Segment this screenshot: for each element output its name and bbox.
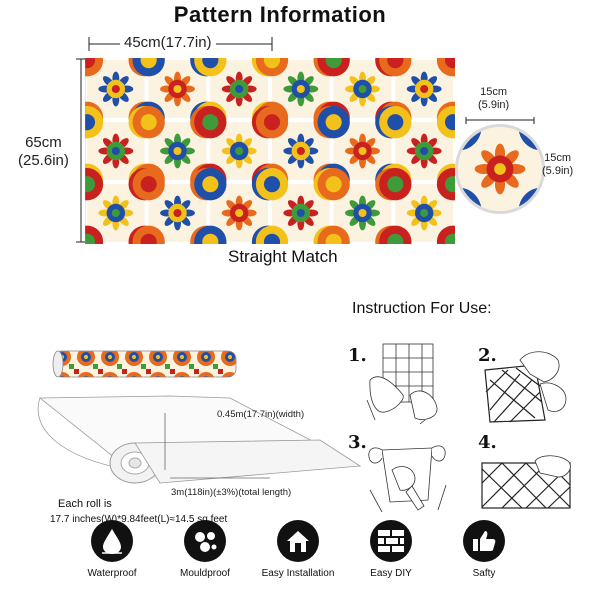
brick-wall-icon bbox=[370, 520, 412, 562]
pattern-tile bbox=[132, 168, 223, 244]
step-3-illustration bbox=[368, 445, 447, 513]
water-drop-icon bbox=[91, 520, 133, 562]
unrolled-wallpaper-image bbox=[37, 395, 362, 484]
step-4-number: 4. bbox=[478, 432, 497, 453]
house-icon bbox=[277, 520, 319, 562]
instructions-title: Instruction For Use: bbox=[352, 300, 492, 317]
zoomed-tile bbox=[458, 127, 542, 211]
roll-width-label: 0.45m(17.7in)(width) bbox=[217, 409, 305, 420]
pattern-tile bbox=[379, 168, 455, 244]
step-2-number: 2. bbox=[478, 345, 497, 366]
tile-width-label: 15cm (5.9in) bbox=[478, 86, 510, 111]
width-label: 45cm(17.7in) bbox=[120, 34, 216, 51]
feature-easy-installation: Easy Installation bbox=[253, 520, 343, 579]
height-label: 65cm (25.6in) bbox=[18, 134, 69, 170]
step-3-number: 3. bbox=[348, 432, 367, 453]
roll-summary-line1: Each roll is bbox=[58, 498, 112, 510]
roll-summary-line2: 17.7 inches(W)*9.84feet(L)≈14.5 sq.feet bbox=[50, 514, 228, 525]
feature-mouldproof: Mouldproof bbox=[160, 520, 250, 579]
feature-waterproof: Waterproof bbox=[67, 520, 157, 579]
page-title: Pattern Information bbox=[173, 2, 387, 27]
mould-icon bbox=[184, 520, 226, 562]
match-type-label: Straight Match bbox=[228, 247, 338, 266]
step-1-illustration bbox=[366, 343, 438, 425]
step-2-illustration bbox=[484, 351, 567, 423]
tile-zoom-circle bbox=[455, 124, 545, 214]
tile-pattern-grid bbox=[85, 58, 455, 244]
feature-easy-diy: Easy DIY bbox=[346, 520, 436, 579]
tile-width-line bbox=[465, 117, 535, 124]
rolled-wallpaper-image bbox=[52, 350, 237, 378]
step-1-number: 1. bbox=[348, 345, 367, 366]
step-4-illustration bbox=[481, 455, 571, 509]
feature-safety: Safty bbox=[439, 520, 529, 579]
tile-height-label: 15cm (5.9in) bbox=[542, 152, 574, 177]
thumbs-up-icon bbox=[463, 520, 505, 562]
roll-length-label: 3m(118in)(±3%)(total length) bbox=[171, 487, 292, 498]
